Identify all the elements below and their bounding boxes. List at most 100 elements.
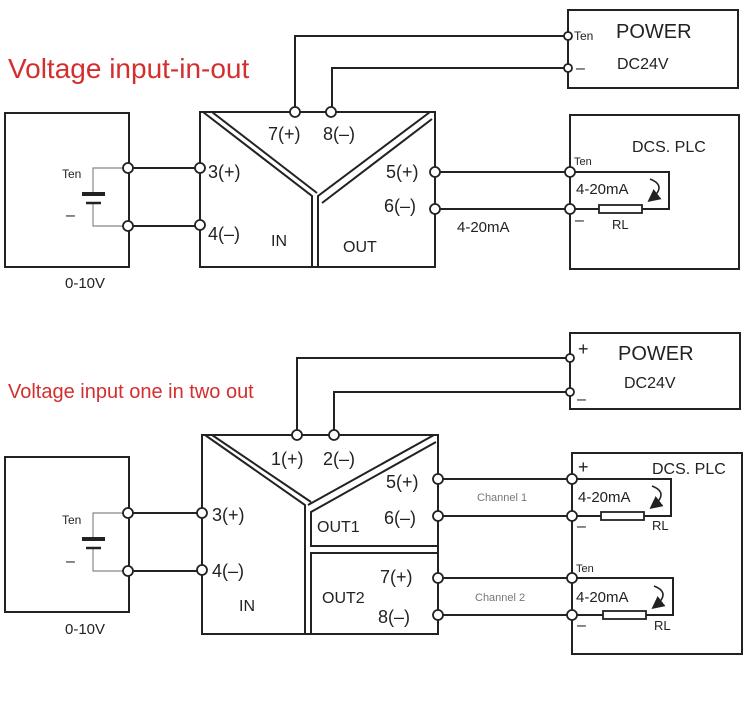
source-terminal-minus	[122, 565, 134, 577]
source-minus-label: –	[66, 553, 75, 570]
power-terminal-plus	[563, 31, 573, 41]
power-plus-label: +	[578, 339, 589, 359]
terminal-label-2: 2(–)	[323, 449, 355, 469]
isolator-terminal-7	[289, 106, 301, 118]
diagram-1: Voltage input-in-out Ten – 0-10V 7(+) 8(…	[4, 9, 740, 292]
channel-1-label: Channel 1	[477, 492, 527, 504]
power-minus-label: –	[576, 60, 585, 77]
plc-loop-2: Ten – 4-20mA RL	[571, 516, 674, 634]
voltage-source-1: Ten – 0-10V	[4, 112, 130, 292]
isolator-divider-right-b	[321, 118, 433, 204]
plc-loop	[570, 171, 670, 210]
terminal-label-7: 7(+)	[268, 124, 301, 144]
loop2-resistor-label: RL	[654, 618, 671, 633]
isolator-terminal-5	[429, 166, 441, 178]
source-box	[4, 112, 130, 268]
resistor-label: RL	[612, 217, 629, 232]
power-terminal-minus	[563, 63, 573, 73]
plc-1: DCS. PLC Ten – 4-20mA RL	[569, 114, 740, 270]
power-supply-1: Ten – POWER DC24V	[567, 9, 739, 89]
plc-loop2-terminal-minus	[566, 609, 578, 621]
isolator-terminal-2	[328, 429, 340, 441]
isolator-terminal-6	[432, 510, 444, 522]
terminal-label-8: 8(–)	[323, 124, 355, 144]
plc-loop1-terminal-plus	[566, 473, 578, 485]
isolator-terminal-1	[291, 429, 303, 441]
terminal-label-4: 4(–)	[212, 561, 244, 581]
loop-current-label: 4-20mA	[457, 219, 510, 236]
terminal-label-3: 3(+)	[212, 505, 245, 525]
isolator-divider-left-b	[211, 434, 312, 503]
loop1-current-label: 4-20mA	[578, 489, 631, 506]
plc-loop1-terminal-minus	[566, 510, 578, 522]
plc-terminal-plus	[564, 166, 576, 178]
plc-2: DCS. PLC + – 4-20mA RL Ten – 4-20mA	[571, 452, 743, 655]
source-box	[4, 456, 130, 613]
resistor-icon	[598, 204, 643, 214]
power-voltage: DC24V	[617, 56, 669, 73]
source-terminal-plus	[122, 507, 134, 519]
out1-compartment	[310, 441, 438, 547]
battery-lead-plus	[92, 167, 128, 193]
wire-power-minus	[333, 391, 570, 435]
loop2-wire	[572, 577, 674, 616]
terminal-label-5: 5(+)	[386, 472, 419, 492]
isolator-terminal-8	[325, 106, 337, 118]
battery-lead-minus	[92, 203, 128, 227]
power-box	[567, 9, 739, 89]
loop2-plus-label: Ten	[576, 563, 594, 575]
plc-current-label: 4-20mA	[576, 181, 629, 198]
power-terminal-minus	[565, 387, 575, 397]
power-terminal-plus	[565, 353, 575, 363]
wire-power-minus	[331, 67, 568, 112]
terminal-label-6: 6(–)	[384, 508, 416, 528]
voltage-source-2: Ten – 0-10V	[4, 456, 130, 638]
plc-title: DCS. PLC	[632, 139, 706, 156]
isolator-divider-left-b	[211, 111, 318, 194]
diagram-1-title: Voltage input-in-out	[8, 53, 250, 84]
loop1-minus-label: –	[577, 518, 586, 535]
isolator-out2-label: OUT2	[322, 590, 365, 607]
current-arrow-icon	[647, 178, 662, 202]
power-title: POWER	[616, 21, 692, 43]
isolator-terminal-4	[196, 564, 208, 576]
isolator-1: 7(+) 8(–) 3(+) 4(–) 5(+) 6(–) IN OUT	[199, 111, 436, 268]
source-plus-label: Ten	[62, 513, 81, 527]
isolator-divider-right-a	[307, 434, 435, 506]
diagram-2-title: Voltage input one in two out	[8, 381, 254, 403]
isolator-in-label: IN	[271, 233, 287, 250]
isolator-terminal-4	[194, 219, 206, 231]
isolator-terminal-6	[429, 203, 441, 215]
loop2-minus-label: –	[577, 617, 586, 634]
terminal-label-1: 1(+)	[271, 449, 304, 469]
plc-title: DCS. PLC	[652, 461, 726, 478]
source-minus-label: –	[66, 207, 75, 224]
power-supply-2: + – POWER DC24V	[569, 332, 741, 410]
plc-box	[569, 114, 740, 270]
power-minus-label: –	[577, 391, 586, 408]
terminal-label-7: 7(+)	[380, 567, 413, 587]
out2-compartment	[310, 552, 438, 634]
battery-lead-plus	[92, 512, 128, 539]
isolator-in-label: IN	[239, 598, 255, 615]
isolator-divider-left-a	[202, 111, 313, 267]
source-terminal-plus	[122, 162, 134, 174]
diagram-2: Voltage input one in two out Ten – 0-10V…	[4, 332, 743, 655]
wire-power-plus	[296, 357, 570, 435]
isolator-terminal-7	[432, 572, 444, 584]
loop1-wire	[572, 478, 672, 517]
isolator-terminal-8	[432, 609, 444, 621]
isolator-terminal-5	[432, 473, 444, 485]
resistor-icon	[602, 610, 647, 620]
isolator-terminal-3	[196, 507, 208, 519]
isolator-out1-label: OUT1	[317, 519, 360, 536]
channel-2-label: Channel 2	[475, 592, 525, 604]
source-range-label: 0-10V	[65, 275, 105, 292]
terminal-label-8: 8(–)	[378, 607, 410, 627]
current-arrow-icon	[649, 485, 664, 509]
isolator-divider-right-a	[317, 111, 431, 267]
loop1-plus-label: +	[578, 457, 589, 477]
terminal-label-5: 5(+)	[386, 162, 419, 182]
terminal-label-6: 6(–)	[384, 196, 416, 216]
